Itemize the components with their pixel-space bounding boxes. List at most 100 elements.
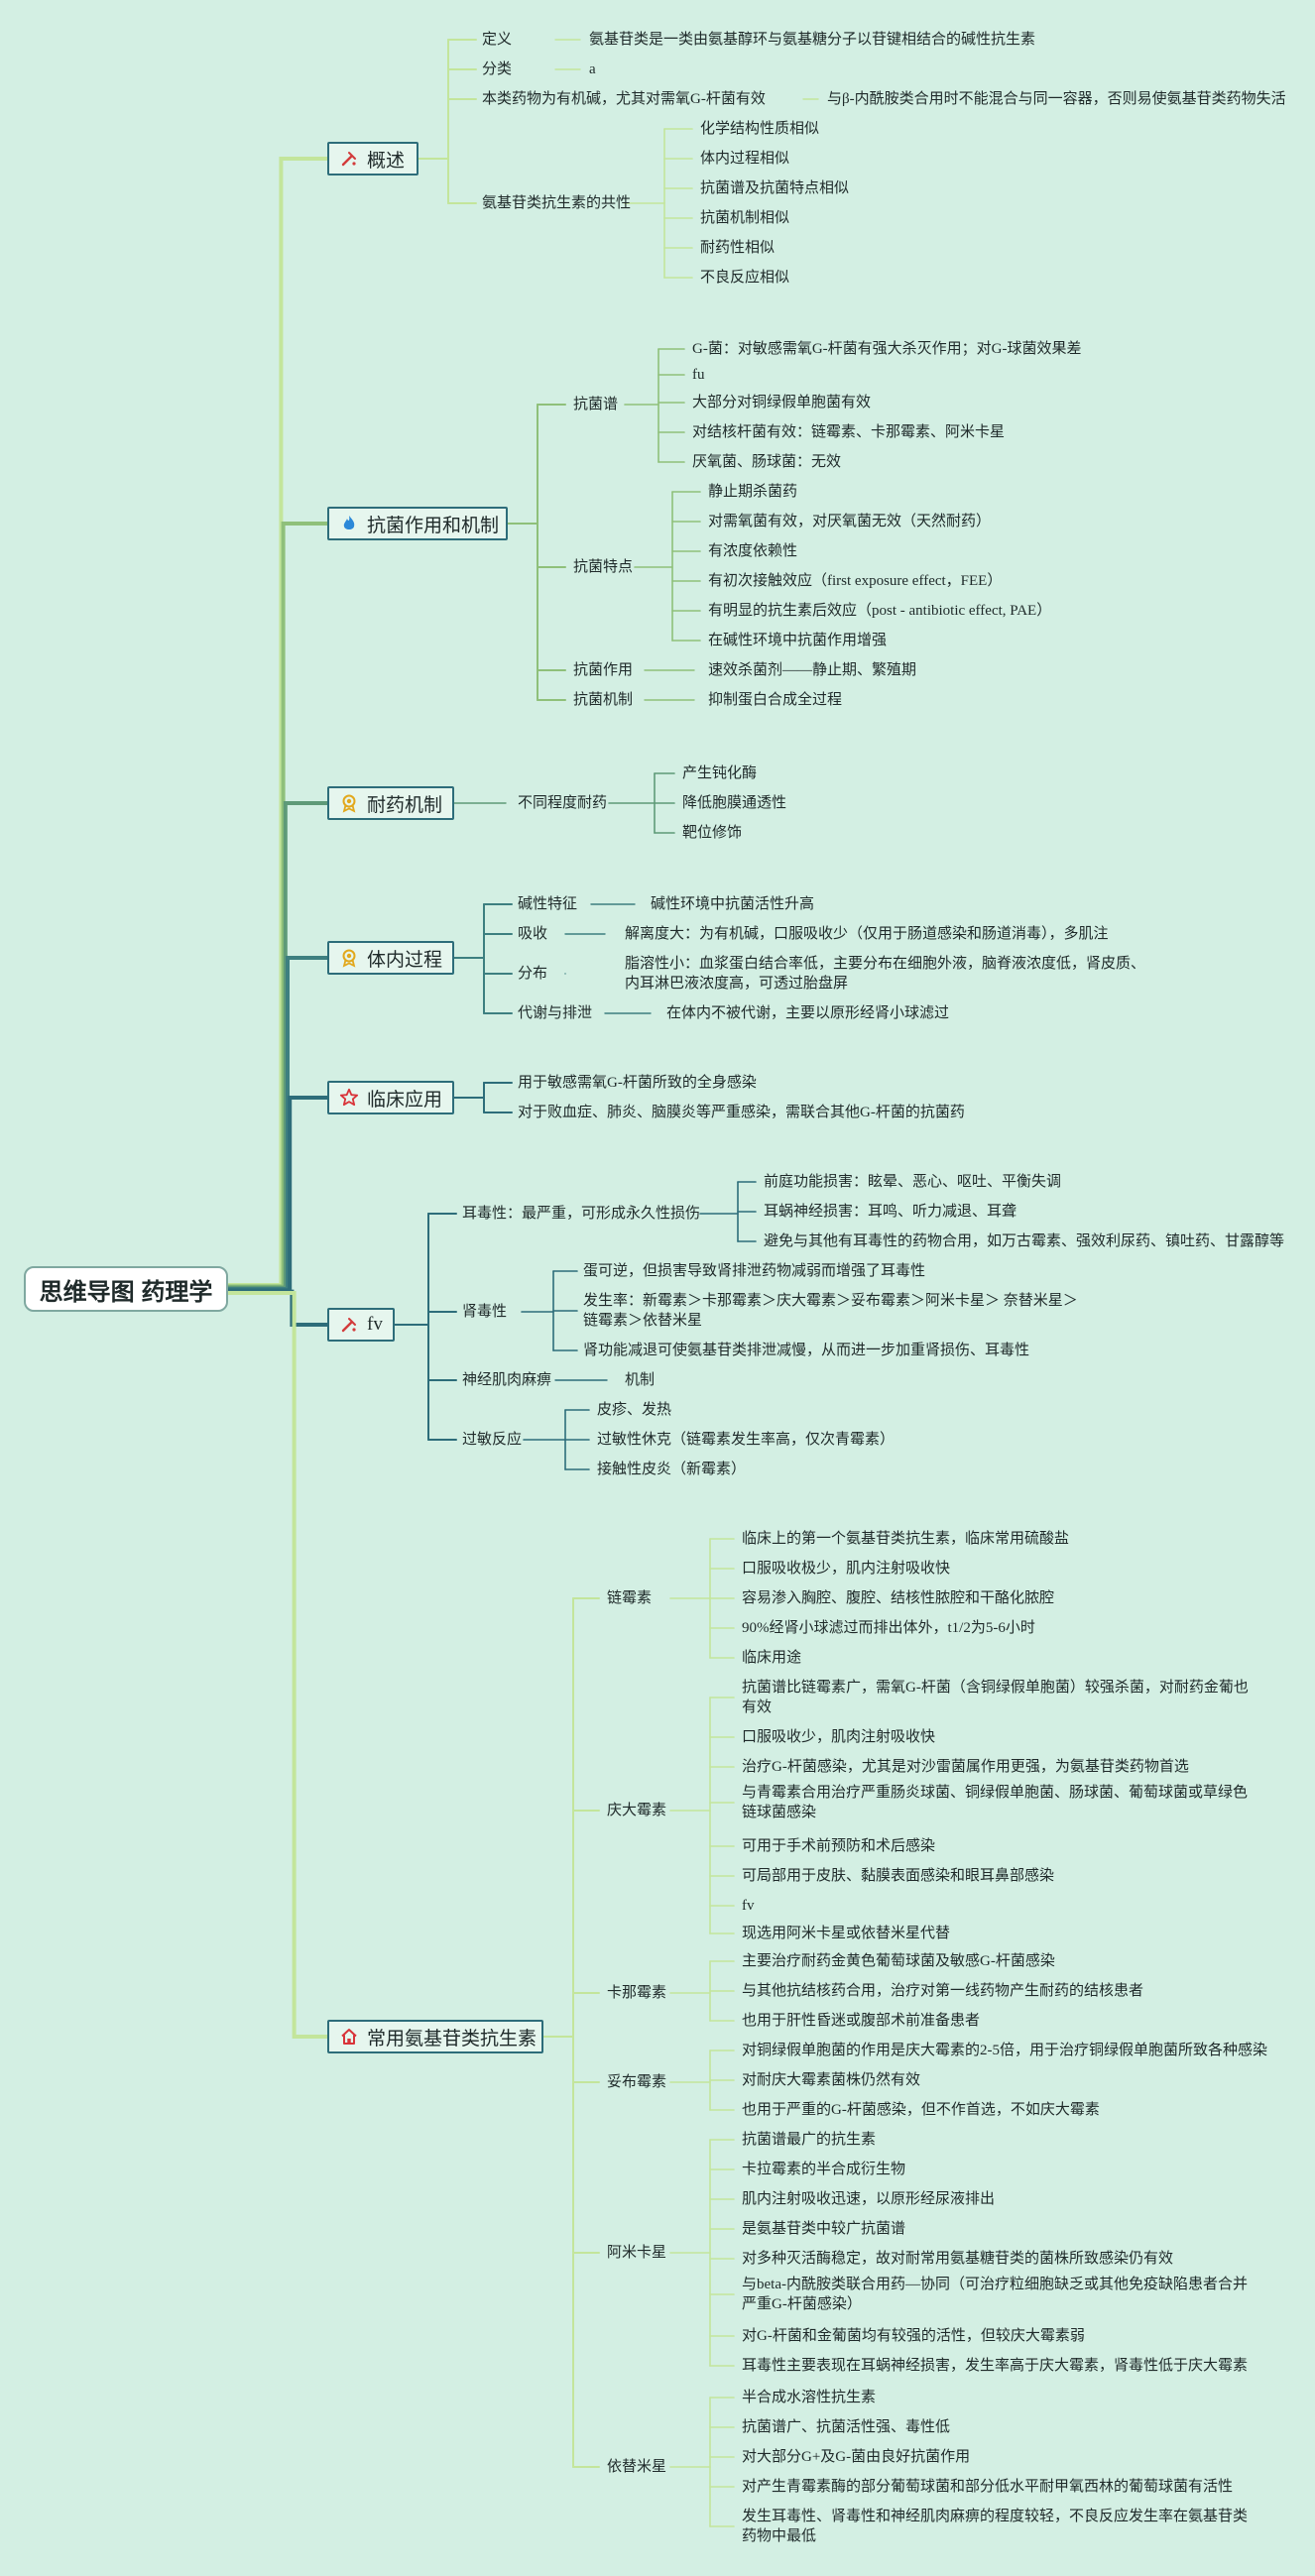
leaf-item[interactable]: 对耐庆大霉素菌株仍然有效 [742,2072,921,2088]
leaf-item[interactable]: 前庭功能损害：眩晕、恶心、呕吐、平衡失调 [764,1174,1062,1190]
leaf-item[interactable]: 治疗G-杆菌感染，尤其是对沙雷菌属作用更强，为氨基苷类药物首选 [742,1759,1189,1775]
topic-label[interactable]: 抗菌作用 [573,662,634,678]
leaf-item[interactable]: 口服吸收极少，肌内注射吸收快 [742,1561,951,1577]
leaf-item[interactable]: 抗菌谱比链霉素广，需氧G-杆菌（含铜绿假单胞菌）较强杀菌，对耐药金葡也有效 [742,1680,1249,1715]
leaf-item[interactable]: 口服吸收少，肌肉注射吸收快 [742,1729,936,1745]
topic-label[interactable]: 依替米星 [607,2459,667,2475]
topic-label[interactable]: 脂溶性小：血浆蛋白结合率低，主要分布在细胞外液，脑脊液浓度低，肾皮质、 [625,956,1146,972]
leaf-item[interactable]: 容易渗入胸腔、腹腔、结核性脓腔和干酪化脓腔 [742,1590,1055,1606]
leaf-item[interactable]: 对铜绿假单胞菌的作用是庆大霉素的2-5倍，用于治疗铜绿假单胞菌所致各种感染 [742,2043,1267,2058]
leaf-item[interactable]: 对多种灭活酶稳定，故对耐常用氨基糖苷类的菌株所致感染仍有效 [742,2251,1174,2267]
leaf-item[interactable]: 蛋可逆，但损害导致肾排泄药物减弱而增强了耳毒性 [583,1263,926,1279]
topic-label[interactable]: a [589,61,596,77]
topic-label[interactable]: 过敏反应 [462,1432,523,1448]
leaf-item[interactable]: 肌内注射吸收迅速，以原形经尿液排出 [742,2191,996,2207]
leaf-item[interactable]: 现选用阿米卡星或依替米星代替 [742,1926,951,1941]
topic-label[interactable]: 卡那霉素 [607,1985,667,2001]
leaf-item[interactable]: 对于败血症、肺炎、脑膜炎等严重感染，需联合其他G-杆菌的抗菌药 [518,1105,965,1120]
leaf-item[interactable]: 抗菌机制相似 [700,210,790,226]
leaf-item[interactable]: 90%经肾小球滤过而排出体外，t1/2为5-6小时 [742,1620,1035,1636]
topic-label[interactable]: 妥布霉素 [607,2074,667,2090]
topic-label[interactable]: 代谢与排泄 [518,1005,593,1021]
leaf-item[interactable]: 耳毒性主要表现在耳蜗神经损害，发生率高于庆大霉素，肾毒性低于庆大霉素 [742,2358,1249,2374]
leaf-item[interactable]: fv [742,1898,755,1914]
leaf-item[interactable]: 耐药性相似 [700,240,776,256]
main-topic-s5[interactable]: 临床应用 [327,1081,454,1114]
leaf-item[interactable]: 耳蜗神经损害：耳鸣、听力减退、耳聋 [764,1204,1017,1220]
topic-label[interactable]: 氨基苷类是一类由氨基醇环与氨基糖分子以苷键相结合的碱性抗生素 [589,32,1036,48]
leaf-item[interactable]: 临床上的第一个氨基苷类抗生素，临床常用硫酸盐 [742,1531,1070,1547]
leaf-item[interactable]: 产生钝化酶 [682,765,758,781]
leaf-item[interactable]: 可用于手术前预防和术后感染 [742,1838,936,1854]
leaf-item[interactable]: 皮疹、发热 [597,1402,672,1418]
leaf-item[interactable]: G-菌：对敏感需氧G-杆菌有强大杀灭作用；对G-球菌效果差 [692,341,1082,357]
leaf-item[interactable]: 与其他抗结核药合用，治疗对第一线药物产生耐药的结核患者 [742,1983,1144,1999]
leaf-item[interactable]: 对G-杆菌和金葡菌均有较强的活性，但较庆大霉素弱 [742,2328,1085,2344]
leaf-item[interactable]: 对结核杆菌有效：链霉素、卡那霉素、阿米卡星 [692,424,1006,440]
leaf-item[interactable]: 主要治疗耐药金黄色葡萄球菌及敏感G-杆菌感染 [742,1953,1055,1969]
topic-label[interactable]: 分类 [482,61,513,77]
leaf-item[interactable]: 化学结构性质相似 [700,121,820,137]
topic-label[interactable]: 碱性特征 [518,896,578,912]
topic-label[interactable]: 不同程度耐药 [518,795,608,811]
topic-label[interactable]: 肾毒性 [462,1304,508,1320]
topic-label[interactable]: 抗菌谱 [573,397,619,412]
leaf-item[interactable]: 有明显的抗生素后效应（post - antibiotic effect, PAE… [708,603,1052,619]
leaf-item[interactable]: 避免与其他有耳毒性的药物合用，如万古霉素、强效利尿药、镇吐药、甘露醇等 [764,1233,1285,1249]
topic-label[interactable]: 吸收 [518,926,548,942]
leaf-item[interactable]: 发生耳毒性、肾毒性和神经肌肉麻痹的程度较轻，不良反应发生率在氨基苷类药物中最低 [742,2509,1249,2544]
leaf-item[interactable]: 卡拉霉素的半合成衍生物 [742,2162,906,2177]
leaf-item[interactable]: 也用于肝性昏迷或腹部术前准备患者 [742,2013,981,2029]
topic-label[interactable]: 速效杀菌剂——静止期、繁殖期 [708,662,917,678]
main-topic-s2[interactable]: 抗菌作用和机制 [327,507,508,540]
leaf-item[interactable]: 有初次接触效应（first exposure effect，FEE） [708,573,1003,589]
topic-label[interactable]: 分布 [518,966,548,982]
topic-label[interactable]: 抗菌特点 [573,559,634,575]
leaf-item[interactable]: 过敏性休克（链霉素发生率高，仅次青霉素） [597,1432,896,1448]
topic-label[interactable]: 抗菌机制 [573,692,634,708]
leaf-item[interactable]: 厌氧菌、肠球菌：无效 [692,454,842,470]
topic-label[interactable]: 耳毒性：最严重，可形成永久性损伤 [462,1206,701,1222]
leaf-item[interactable]: 抗菌谱及抗菌特点相似 [700,180,850,196]
main-topic-s7[interactable]: 常用氨基苷类抗生素 [327,2020,543,2053]
topic-label[interactable]: 本类药物为有机碱，尤其对需氧G-杆菌有效 [482,91,766,107]
leaf-item[interactable]: 接触性皮炎（新霉素） [597,1462,747,1477]
topic-label[interactable]: 定义 [482,32,513,48]
leaf-item[interactable]: 对需氧菌有效，对厌氧菌无效（天然耐药） [708,514,992,529]
leaf-item[interactable]: 与beta-内酰胺类联合用药—协同（可治疗粒细胞缺乏或其他免疫缺陷患者合并严重G… [742,2277,1248,2312]
main-topic-s1[interactable]: 概述 [327,142,418,176]
leaf-item[interactable]: 静止期杀菌药 [708,484,798,500]
root-node[interactable]: 思维导图 药理学 [24,1266,228,1312]
leaf-item[interactable]: 用于敏感需氧G-杆菌所致的全身感染 [518,1075,757,1091]
leaf-item[interactable]: fu [692,367,705,383]
topic-label[interactable]: 在体内不被代谢，主要以原形经肾小球滤过 [666,1005,950,1021]
main-topic-s6[interactable]: fv [327,1308,395,1342]
leaf-item[interactable]: 靶位修饰 [682,825,743,841]
main-topic-s3[interactable]: 耐药机制 [327,786,454,820]
leaf-item[interactable]: 对产生青霉素酶的部分葡萄球菌和部分低水平耐甲氧西林的葡萄球菌有活性 [742,2479,1234,2495]
leaf-item[interactable]: 降低胞膜通透性 [682,795,787,811]
leaf-item[interactable]: 可局部用于皮肤、黏膜表面感染和眼耳鼻部感染 [742,1868,1055,1884]
topic-label[interactable]: 内耳淋巴液浓度高，可透过胎盘屏 [625,976,849,992]
leaf-item[interactable]: 不良反应相似 [700,270,790,286]
leaf-item[interactable]: 也用于严重的G-杆菌感染，但不作首选，不如庆大霉素 [742,2102,1100,2118]
leaf-item[interactable]: 肾功能减退可使氨基苷类排泄减慢，从而进一步加重肾损伤、耳毒性 [583,1343,1030,1358]
leaf-item[interactable]: 与青霉素合用治疗严重肠炎球菌、铜绿假单胞菌、肠球菌、葡萄球菌或草绿色链球菌感染 [742,1785,1249,1820]
leaf-item[interactable]: 半合成水溶性抗生素 [742,2390,877,2405]
topic-label[interactable]: 与β-内酰胺类合用时不能混合与同一容器，否则易使氨基苷类药物失活 [827,91,1286,107]
leaf-item[interactable]: 临床用途 [742,1650,802,1666]
leaf-item[interactable]: 对大部分G+及G-菌由良好抗菌作用 [742,2449,971,2465]
topic-label[interactable]: 碱性环境中抗菌活性升高 [651,896,815,912]
topic-label[interactable]: 庆大霉素 [607,1803,667,1818]
leaf-item[interactable]: 有浓度依赖性 [708,543,798,559]
leaf-item[interactable]: 发生率：新霉素＞卡那霉素＞庆大霉素＞妥布霉素＞阿米卡星＞ 奈替米星＞链霉素＞依替… [583,1293,1078,1329]
leaf-item[interactable]: 抗菌谱最广的抗生素 [742,2132,877,2148]
leaf-item[interactable]: 抗菌谱广、抗菌活性强、毒性低 [742,2419,951,2435]
leaf-item[interactable]: 是氨基苷类中较广抗菌谱 [742,2221,906,2237]
topic-label[interactable]: 神经肌肉麻痹 [462,1372,552,1388]
leaf-item[interactable]: 在碱性环境中抗菌作用增强 [708,633,888,648]
topic-label[interactable]: 链霉素 [607,1590,653,1606]
topic-label[interactable]: 机制 [625,1372,656,1388]
topic-label[interactable]: 阿米卡星 [607,2245,667,2261]
topic-label[interactable]: 解离度大：为有机碱，口服吸收少（仅用于肠道感染和肠道消毒），多肌注 [625,926,1109,942]
